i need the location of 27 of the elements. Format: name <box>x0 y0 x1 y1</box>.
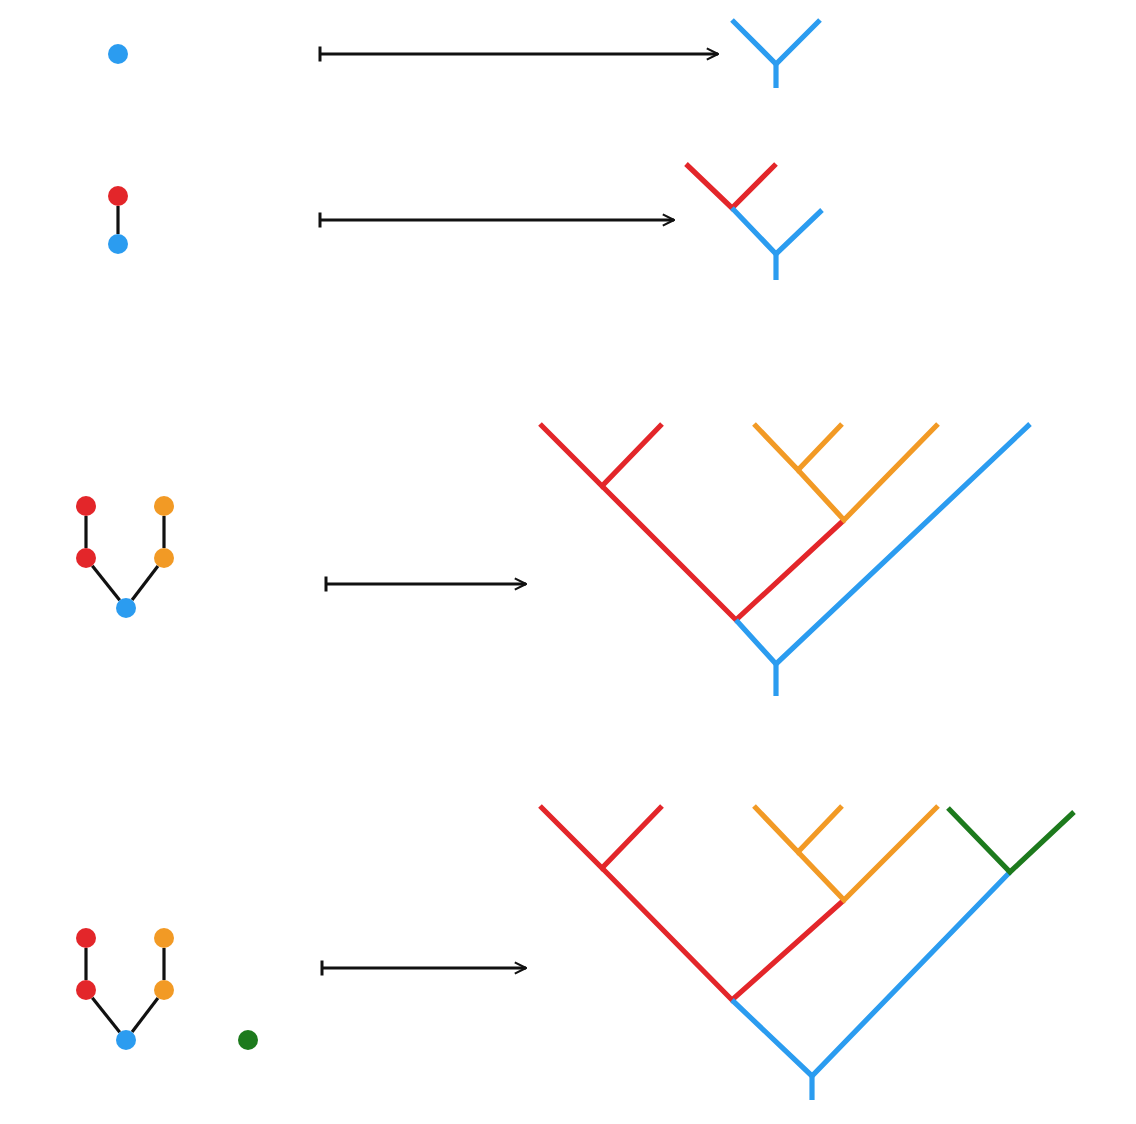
dot <box>108 44 128 64</box>
edge-line <box>84 948 88 980</box>
maps-to-arrow <box>324 575 528 593</box>
dot <box>108 186 128 206</box>
edge-line <box>116 206 120 234</box>
edge-line <box>130 565 160 601</box>
dot <box>154 980 174 1000</box>
edge-line <box>91 564 121 602</box>
dot <box>76 548 96 568</box>
dot <box>154 928 174 948</box>
dot <box>154 496 174 516</box>
edge-line <box>130 997 160 1033</box>
maps-to-arrow <box>318 45 720 63</box>
dot <box>76 980 96 1000</box>
dot <box>116 1030 136 1050</box>
dot <box>116 598 136 618</box>
maps-to-arrow <box>318 211 676 229</box>
dot <box>108 234 128 254</box>
edge-line <box>162 948 166 980</box>
dot <box>76 928 96 948</box>
maps-to-arrow <box>320 959 528 977</box>
dot <box>154 548 174 568</box>
dot <box>76 496 96 516</box>
edge-line <box>84 516 88 548</box>
edge-line <box>91 996 121 1034</box>
edge-line <box>162 516 166 548</box>
dot <box>238 1030 258 1050</box>
